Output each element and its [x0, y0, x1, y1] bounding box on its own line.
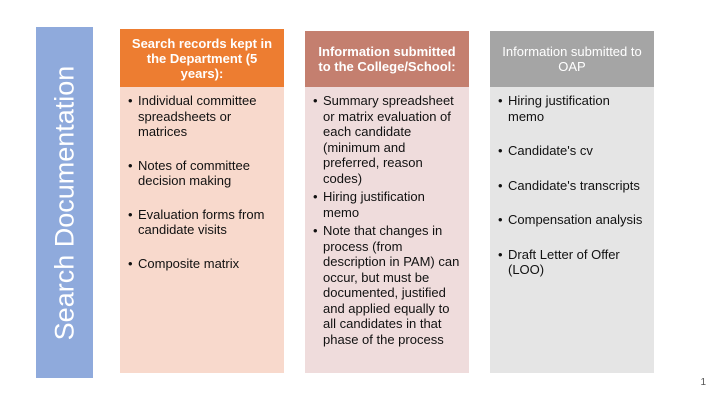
- list-item: Evaluation forms from candidate visits: [128, 207, 278, 238]
- list-item: Draft Letter of Offer (LOO): [498, 247, 648, 278]
- column-department-records: Search records kept in the Department (5…: [120, 29, 284, 373]
- list-item: Notes of committee decision making: [128, 158, 278, 189]
- list-item: Note that changes in process (from descr…: [313, 223, 463, 347]
- column-header: Information submitted to OAP: [490, 31, 654, 87]
- side-title: Search Documentation: [49, 65, 79, 340]
- side-title-bar: Search Documentation: [36, 27, 93, 378]
- column-header: Search records kept in the Department (5…: [120, 29, 284, 87]
- page-number: 1: [700, 377, 706, 388]
- list-item: Hiring justification memo: [313, 189, 463, 220]
- column-college-submission: Information submitted to the College/Sch…: [305, 31, 469, 373]
- list-item: Hiring justification memo: [498, 93, 648, 124]
- list-item: Candidate's transcripts: [498, 178, 648, 194]
- column-oap-submission: Information submitted to OAP Hiring just…: [490, 31, 654, 373]
- column-header: Information submitted to the College/Sch…: [305, 31, 469, 87]
- list-item: Compensation analysis: [498, 212, 648, 228]
- list-item: Summary spreadsheet or matrix evaluation…: [313, 93, 463, 186]
- list-item: Candidate's cv: [498, 143, 648, 159]
- list-item: Composite matrix: [128, 256, 278, 272]
- list-item: Individual committee spreadsheets or mat…: [128, 93, 278, 140]
